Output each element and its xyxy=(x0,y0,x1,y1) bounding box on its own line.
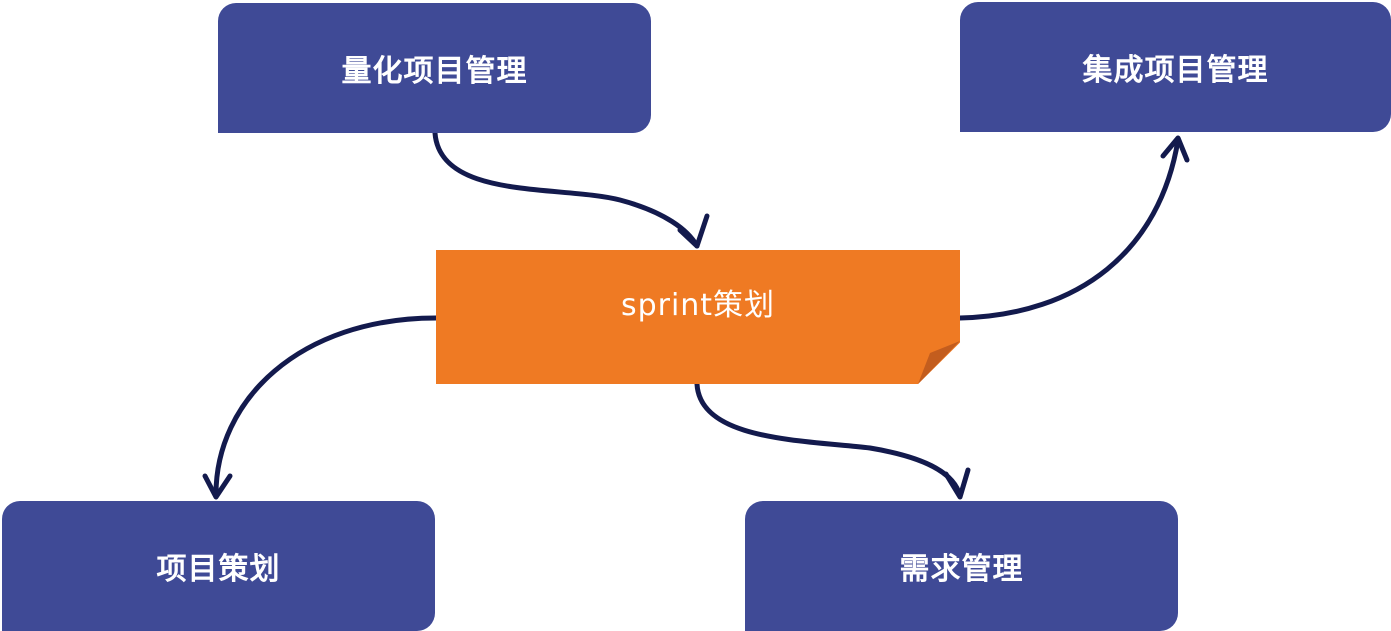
node-label: 集成项目管理 xyxy=(1082,53,1269,88)
node-integrated-project-management[interactable]: 集成项目管理 xyxy=(960,2,1391,132)
node-label: 项目策划 xyxy=(156,552,281,587)
arrowhead-sprint-to-req xyxy=(943,467,971,500)
arrow-sprint-to-integ xyxy=(957,137,1181,321)
arrow-sprint-to-plan xyxy=(213,315,439,499)
node-sprint-planning[interactable]: sprint策划 xyxy=(436,250,960,384)
node-label: sprint策划 xyxy=(620,288,776,323)
node-project-planning[interactable]: 项目策划 xyxy=(2,501,435,631)
arrowhead-sprint-to-integ xyxy=(1160,135,1190,163)
arrow-quant-to-sprint xyxy=(432,130,700,249)
sticky-note-fold-icon xyxy=(918,341,960,384)
node-label: 需求管理 xyxy=(899,552,1024,587)
arrow-sprint-to-req xyxy=(694,381,963,499)
arrowhead-sprint-to-plan xyxy=(202,473,233,500)
arrowhead-quant-to-sprint xyxy=(677,213,710,249)
node-quantitative-project-management[interactable]: 量化项目管理 xyxy=(218,3,651,133)
node-label: 量化项目管理 xyxy=(341,54,528,89)
node-requirements-management[interactable]: 需求管理 xyxy=(745,501,1178,631)
